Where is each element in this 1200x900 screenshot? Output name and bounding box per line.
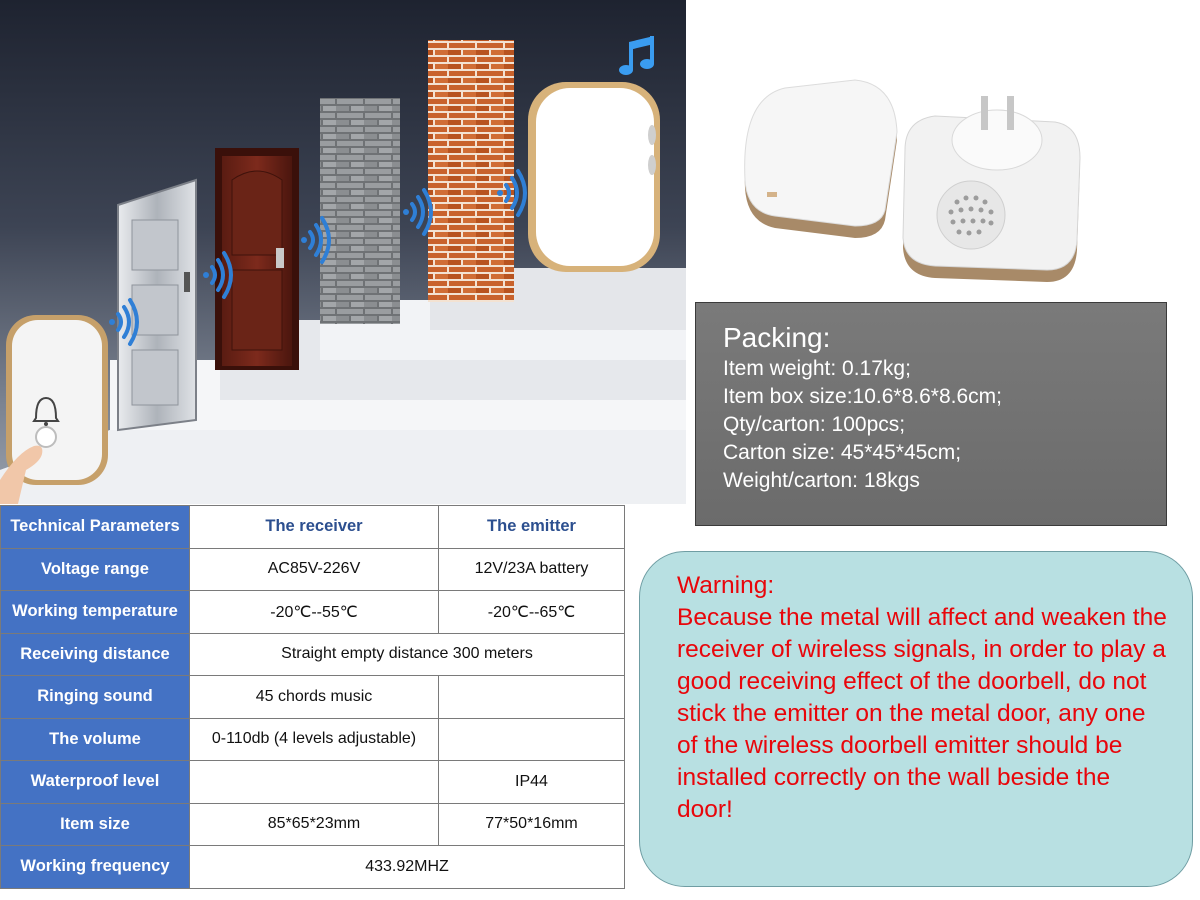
packing-line: Qty/carton: 100pcs; <box>723 413 906 436</box>
row-label: Voltage range <box>0 547 190 591</box>
packing-line: Item weight: 0.17kg; <box>723 357 911 380</box>
red-brick-wall <box>428 40 514 302</box>
table-row: The volume 0-110db (4 levels adjustable) <box>0 717 625 761</box>
warning-body: Because the metal will affect and weaken… <box>677 604 1167 823</box>
row-label: Item size <box>0 802 190 846</box>
warning-title: Warning: <box>677 572 775 599</box>
emitter-cell: 12V/23A battery <box>438 547 625 591</box>
product-photo <box>735 70 1085 295</box>
emitter-cell: -20℃--65℃ <box>438 590 625 634</box>
packing-line: Weight/carton: 18kgs <box>723 469 920 492</box>
emitter-cell: IP44 <box>438 760 625 804</box>
wireless-signal-icon <box>403 188 433 236</box>
row-label: Working temperature <box>0 590 190 634</box>
technical-parameters-table: Technical Parameters The receiver The em… <box>0 505 625 889</box>
receiver-cell: -20℃--55℃ <box>189 590 439 634</box>
wireless-signal-icon <box>301 216 331 264</box>
metal-door <box>117 178 197 432</box>
row-label: Ringing sound <box>0 675 190 719</box>
grey-brick-wall <box>320 98 400 324</box>
packing-title: Packing: <box>723 322 831 353</box>
row-label: Receiving distance <box>0 632 190 676</box>
table-header-cell: The emitter <box>438 505 625 549</box>
table-header-row: Technical Parameters The receiver The em… <box>0 505 625 549</box>
table-row: Item size 85*65*23mm 77*50*16mm <box>0 802 625 846</box>
packing-info-box: Packing: Item weight: 0.17kg; Item box s… <box>695 302 1167 526</box>
row-label: The volume <box>0 717 190 761</box>
wireless-signal-icon <box>497 169 527 217</box>
product-scene-image <box>0 0 686 504</box>
packing-line: Carton size: 45*45*45cm; <box>723 441 962 464</box>
product-illustration <box>744 79 1081 282</box>
music-note-icon <box>619 36 654 75</box>
table-row: Voltage range AC85V-226V 12V/23A battery <box>0 547 625 591</box>
wooden-door <box>215 148 299 370</box>
emitter-button-product <box>744 79 898 238</box>
receiver-cell: 0-110db (4 levels adjustable) <box>189 717 439 761</box>
emitter-device <box>6 315 108 485</box>
table-row: Waterproof level IP44 <box>0 760 625 804</box>
row-label: Working frequency <box>0 845 190 889</box>
receiver-cell: 85*65*23mm <box>189 802 439 846</box>
merged-cell: 433.92MHZ <box>189 845 625 889</box>
table-row: Working temperature -20℃--55℃ -20℃--65℃ <box>0 590 625 634</box>
finger <box>0 445 43 504</box>
table-header-cell: The receiver <box>189 505 439 549</box>
table-row: Receiving distance Straight empty distan… <box>0 632 625 676</box>
warning-box: Warning: Because the metal will affect a… <box>639 551 1193 887</box>
scene-illustration <box>0 36 686 504</box>
receiver-cell <box>189 760 439 804</box>
receiver-plug-product <box>902 96 1081 282</box>
emitter-cell <box>438 675 625 719</box>
emitter-cell <box>438 717 625 761</box>
packing-line: Item box size:10.6*8.6*8.6cm; <box>723 385 1002 408</box>
merged-cell: Straight empty distance 300 meters <box>189 632 625 676</box>
bell-icon <box>32 396 60 426</box>
receiver-device <box>528 82 660 272</box>
table-row: Working frequency 433.92MHZ <box>0 845 625 889</box>
table-row: Ringing sound 45 chords music <box>0 675 625 719</box>
staircase <box>0 268 686 504</box>
receiver-cell: 45 chords music <box>189 675 439 719</box>
wireless-signal-icon <box>109 298 139 346</box>
emitter-cell: 77*50*16mm <box>438 802 625 846</box>
table-header-cell: Technical Parameters <box>0 505 190 549</box>
wireless-signal-icon <box>203 251 233 299</box>
row-label: Waterproof level <box>0 760 190 804</box>
receiver-cell: AC85V-226V <box>189 547 439 591</box>
